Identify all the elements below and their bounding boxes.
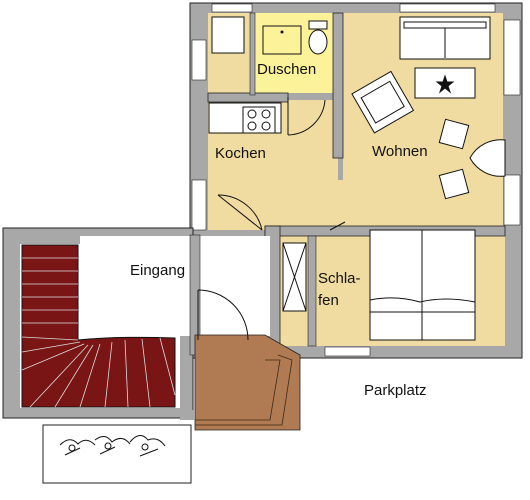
door-bedroom — [329, 221, 346, 231]
hall-strip — [208, 180, 343, 230]
window-top-left — [211, 3, 253, 13]
wall-duschen-kochen — [207, 92, 289, 103]
fridge-icon — [211, 16, 245, 54]
entrance-connector — [80, 236, 190, 336]
sofa-icon — [399, 16, 491, 60]
dining-table-icon — [438, 118, 506, 200]
toilet-icon — [308, 20, 328, 55]
coffee-table-icon — [414, 67, 476, 99]
armchair-icon — [351, 70, 415, 134]
wall-schlafen-mid — [307, 235, 317, 347]
bed-icon — [369, 229, 476, 341]
stove-icon — [242, 106, 276, 134]
window-right-upper — [503, 19, 521, 96]
terrace — [194, 334, 301, 431]
window-right-lower — [503, 174, 521, 226]
window-left-hall — [191, 179, 207, 231]
window-left-kitchen — [191, 39, 207, 81]
window-top-right — [399, 3, 496, 13]
label-duschen: Duschen — [257, 61, 316, 78]
label-schlafen-1: Schla- — [318, 270, 361, 287]
shower-tray-icon — [262, 25, 302, 55]
door-entrance — [197, 289, 249, 341]
label-parkplatz: Parkplatz — [364, 382, 427, 399]
door-hall — [217, 194, 263, 231]
planter-box — [42, 424, 192, 484]
label-eingang: Eingang — [130, 262, 185, 279]
wardrobe-icon — [282, 242, 307, 312]
shower-drain-icon — [280, 30, 284, 34]
wall-kochen-wohnen — [332, 12, 344, 159]
terrace-steps — [195, 354, 293, 426]
plant-icon — [59, 435, 166, 457]
label-wohnen: Wohnen — [372, 143, 428, 160]
terrace-bottom-wall — [180, 410, 194, 420]
label-kochen: Kochen — [215, 145, 266, 162]
window-bottom — [324, 346, 371, 357]
wall-shower-side — [249, 12, 256, 96]
stair-treads — [21, 257, 176, 408]
spiral-stair — [21, 244, 176, 408]
label-schlafen-2: fen — [318, 292, 339, 309]
door-kitchen — [287, 97, 326, 136]
